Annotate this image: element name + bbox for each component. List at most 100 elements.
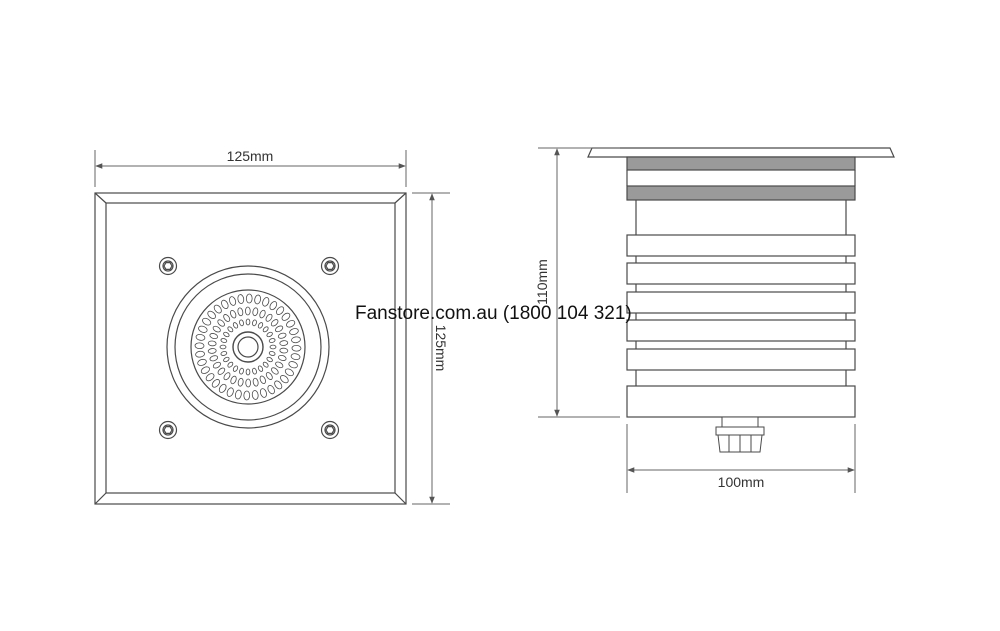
reflector-pattern: [194, 293, 302, 401]
reflector-petal: [209, 355, 219, 362]
reflector-petal: [239, 367, 244, 375]
reflector-petal: [237, 307, 244, 317]
reflector-petal: [217, 319, 225, 327]
reflector-petal: [229, 296, 237, 306]
reflector-petal: [289, 328, 299, 336]
reflector-petal: [227, 361, 234, 368]
reflector-petal: [243, 390, 251, 401]
reflector-petal: [251, 390, 259, 400]
reflector-petal: [232, 365, 239, 372]
lens-ring: [174, 273, 322, 421]
reflector-petal: [275, 361, 284, 369]
reflector-petal: [195, 350, 205, 358]
reflector-petal: [266, 356, 273, 363]
reflector-petal: [230, 375, 237, 385]
lens-outer-ring: [166, 265, 330, 429]
reflector-petal: [245, 293, 253, 304]
reflector-petal: [276, 306, 285, 315]
top-flange: [587, 147, 895, 158]
reflector-petal: [265, 313, 273, 322]
fin: [626, 262, 856, 285]
reflector-petal: [194, 342, 205, 350]
reflector-petal: [257, 365, 264, 372]
reflector-petal: [198, 325, 208, 333]
reflector-petal: [237, 294, 245, 304]
screw-icon: [320, 256, 340, 276]
reflector-ring: [190, 289, 306, 405]
reflector-petal: [221, 299, 229, 309]
reflector-petal: [200, 366, 210, 374]
reflector-petal: [223, 372, 231, 381]
reflector-petal: [290, 353, 301, 361]
reflector-petal: [268, 338, 276, 343]
fin: [626, 291, 856, 314]
front-plate-outer: [94, 192, 407, 505]
reflector-petal: [197, 358, 207, 366]
front-height-label: 125mm: [433, 325, 449, 372]
reflector-petal: [269, 344, 277, 350]
reflector-petal: [223, 314, 231, 322]
reflector-petal: [239, 319, 244, 327]
reflector-petal: [220, 351, 228, 356]
screw-icon: [158, 256, 178, 276]
reflector-petal: [257, 322, 264, 329]
fin: [626, 234, 856, 257]
reflector-petal: [219, 344, 227, 350]
reflector-petal: [259, 309, 266, 319]
reflector-petal: [262, 297, 270, 307]
reflector-petal: [252, 319, 257, 327]
reflector-petal: [274, 380, 283, 390]
reflector-petal: [205, 373, 215, 382]
front-view: [94, 192, 407, 505]
reflector-petal: [280, 375, 289, 384]
reflector-petal: [265, 372, 273, 380]
fin: [626, 348, 856, 371]
side-width-label: 100mm: [718, 474, 765, 490]
reflector-petal: [291, 344, 302, 352]
reflector-petal: [286, 320, 296, 328]
reflector-petal: [227, 326, 234, 333]
watermark-text: Fanstore.com.au (1800 104 321): [355, 303, 632, 324]
front-dimensions: [94, 150, 450, 505]
reflector-petal: [245, 368, 251, 376]
reflector-petal: [275, 325, 284, 333]
screw-icon: [320, 420, 340, 440]
reflector-petal: [212, 361, 221, 369]
reflector-petal: [254, 294, 262, 305]
reflector-petal: [212, 325, 221, 333]
reflector-petal: [259, 388, 267, 398]
reflector-petal: [270, 319, 279, 327]
reflector-petal: [245, 306, 251, 316]
reflector-petal: [207, 348, 217, 354]
side-view: [587, 147, 895, 453]
reflector-petal: [268, 351, 276, 356]
reflector-petal: [209, 333, 218, 340]
led-core: [237, 336, 259, 358]
reflector-petal: [223, 356, 230, 363]
reflector-petal: [279, 340, 289, 346]
reflector-petal: [245, 318, 251, 326]
reflector-petal: [202, 317, 212, 326]
reflector-petal: [232, 322, 239, 329]
reflector-petal: [252, 367, 257, 375]
reflector-petal: [226, 387, 234, 397]
reflector-petal: [217, 367, 226, 375]
fin: [626, 319, 856, 342]
upper-band: [626, 156, 856, 171]
reflector-petal: [262, 361, 269, 368]
reflector-petal: [262, 326, 269, 333]
lower-band: [626, 185, 856, 201]
reflector-petal: [259, 375, 266, 384]
reflector-petal: [230, 310, 237, 319]
reflector-petal: [252, 307, 259, 317]
front-width-label: 125mm: [227, 148, 274, 164]
reflector-petal: [220, 338, 228, 343]
reflector-petal: [271, 367, 279, 375]
reflector-petal: [277, 332, 287, 339]
reflector-petal: [245, 378, 251, 388]
reflector-petal: [291, 336, 301, 344]
side-height-label: 110mm: [534, 259, 550, 305]
reflector-petal: [266, 331, 273, 338]
reflector-petal: [278, 354, 287, 361]
